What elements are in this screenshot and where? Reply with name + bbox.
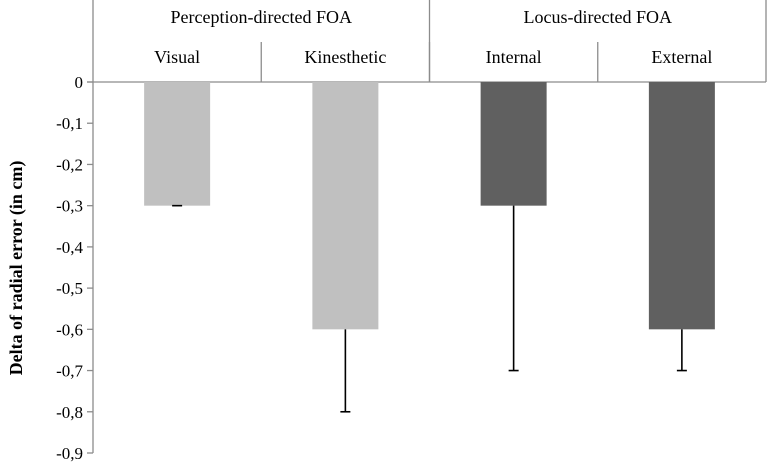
group-label: Perception-directed FOA	[171, 7, 352, 27]
y-tick-label: -0,6	[56, 320, 83, 339]
y-tick-label: -0,9	[56, 444, 83, 463]
y-tick-label: -0,3	[56, 197, 83, 216]
bar	[480, 82, 547, 206]
bars-layer	[144, 82, 715, 330]
labels-layer: 0 -0,1 -0,2 -0,3 -0,4 -0,5 -0,6 -0,7 -0,8 -0,9 Per…	[56, 7, 712, 463]
category-label: Internal	[486, 47, 542, 67]
bar	[312, 82, 379, 330]
bar	[648, 82, 715, 330]
error-bars-layer	[172, 204, 687, 413]
category-label: Kinesthetic	[304, 47, 386, 67]
group-label: Locus-directed FOA	[524, 7, 672, 27]
y-tick-label: -0,4	[56, 238, 83, 257]
y-axis-title: Delta of radial error (in cm)	[6, 161, 27, 376]
bar	[144, 82, 211, 206]
y-tick-label: -0,5	[56, 279, 83, 298]
y-tick-label: 0	[75, 73, 84, 92]
y-tick-label: -0,7	[56, 362, 83, 381]
category-label: External	[651, 47, 712, 67]
y-tick-label: -0,2	[56, 155, 83, 174]
category-label: Visual	[154, 47, 200, 67]
y-tick-label: -0,1	[56, 114, 83, 133]
y-tick-label: -0,8	[56, 403, 83, 422]
